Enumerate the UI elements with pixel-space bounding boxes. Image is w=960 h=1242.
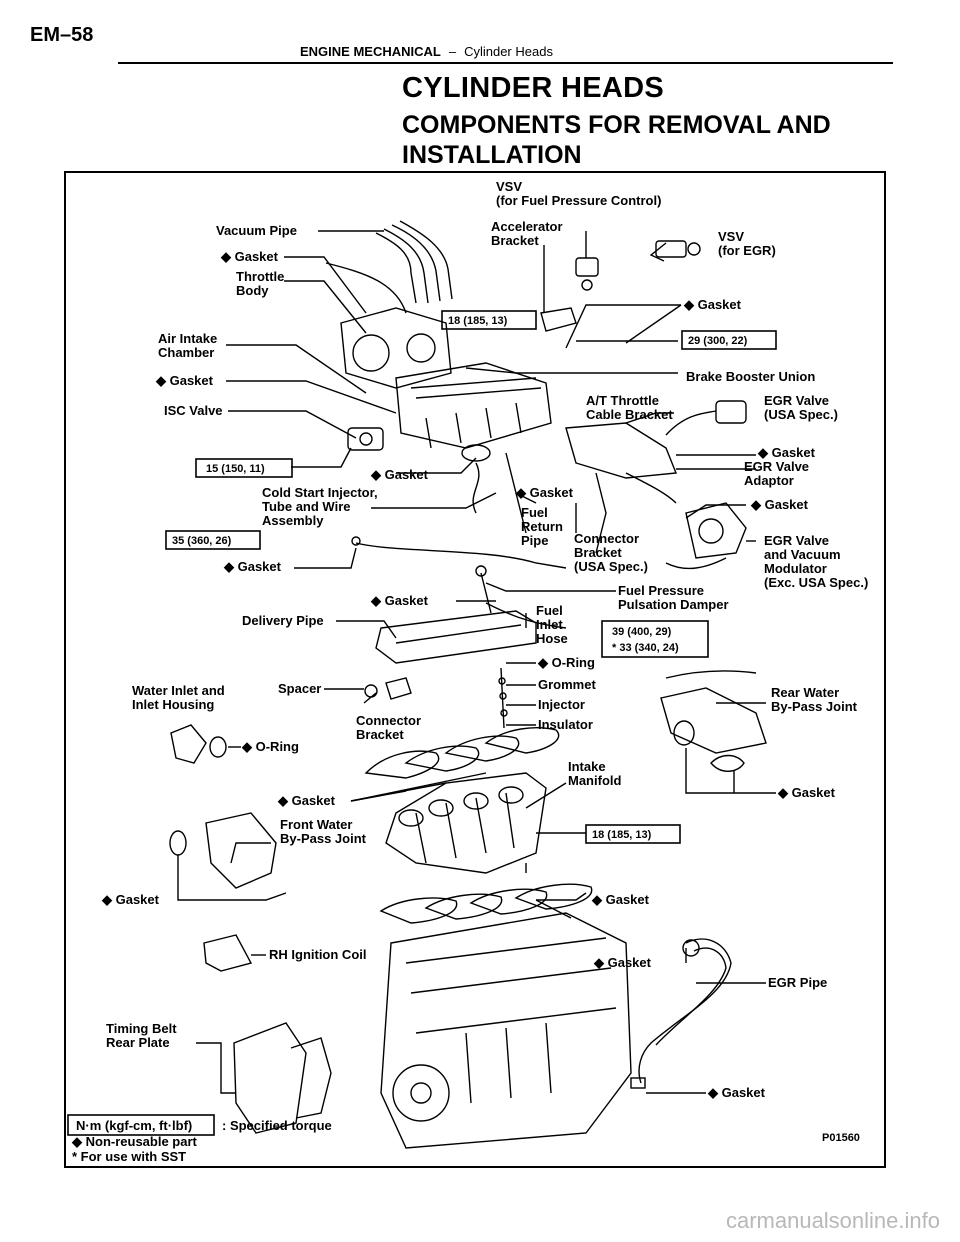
page-number: EM–58: [30, 24, 94, 46]
label-water-inlet: Water Inlet and: [132, 683, 225, 698]
torque-delivery-pipe: 39 (400, 29): [612, 626, 672, 638]
label-fuel-inlet-hose-2: Inlet: [536, 617, 563, 632]
header-topic: Cylinder Heads: [464, 44, 553, 59]
label-vsv-fuel-pressure-detail: (for Fuel Pressure Control): [496, 193, 661, 208]
running-header: ENGINE MECHANICAL–Cylinder Heads: [300, 44, 553, 59]
label-timing-belt-plate-2: Rear Plate: [106, 1035, 170, 1050]
label-fuel-inlet-hose: Fuel: [536, 603, 563, 618]
label-gasket-6: ◆ Gasket: [515, 485, 574, 500]
label-egr-valve-modulator: EGR Valve: [764, 533, 829, 548]
label-fuel-return-pipe: Fuel: [521, 505, 548, 520]
legend-non-reusable: ◆ Non-reusable part: [71, 1134, 198, 1149]
label-gasket-12: ◆ Gasket: [101, 892, 160, 907]
label-connector-bracket-usa: Connector: [574, 531, 639, 546]
label-fuel-return-pipe-2: Return: [521, 519, 563, 534]
torque-brake-booster: 29 (300, 22): [688, 335, 748, 347]
label-fuel-inlet-hose-3: Hose: [536, 631, 568, 646]
header-separator: –: [448, 44, 457, 59]
label-cold-start-injector: Cold Start Injector,: [262, 485, 378, 500]
label-vsv-fuel-pressure: VSV: [496, 179, 522, 194]
label-cold-start-injector-3: Assembly: [262, 513, 324, 528]
label-egr-valve-modulator-3: Modulator: [764, 561, 827, 576]
label-injector: Injector: [538, 697, 585, 712]
label-egr-valve-adaptor: EGR Valve: [744, 459, 809, 474]
label-vsv-egr: VSV: [718, 229, 744, 244]
label-air-intake-chamber: Air Intake: [158, 331, 217, 346]
exploded-diagram: VSV (for Fuel Pressure Control) Accelera…: [64, 171, 886, 1168]
label-gasket-7: ◆ Gasket: [750, 497, 809, 512]
label-gasket-14: ◆ Gasket: [593, 955, 652, 970]
header-section: ENGINE MECHANICAL: [300, 44, 441, 59]
torque-isc-valve: 15 (150, 11): [206, 463, 265, 475]
label-egr-valve-adaptor-2: Adaptor: [744, 473, 794, 488]
label-at-throttle-bracket: A/T Throttle: [586, 393, 659, 408]
label-egr-pipe: EGR Pipe: [768, 975, 827, 990]
label-gasket-13: ◆ Gasket: [591, 892, 650, 907]
label-connector-bracket-usa-3: (USA Spec.): [574, 559, 648, 574]
label-gasket-8: ◆ Gasket: [223, 559, 282, 574]
label-insulator: Insulator: [538, 717, 593, 732]
label-gasket-3: ◆ Gasket: [155, 373, 214, 388]
label-air-intake-chamber-2: Chamber: [158, 345, 214, 360]
label-vacuum-pipe: Vacuum Pipe: [216, 223, 297, 238]
figure-id: P01560: [822, 1132, 860, 1144]
label-gasket-10: ◆ Gasket: [777, 785, 836, 800]
torque-delivery-pipe-sst: * 33 (340, 24): [612, 642, 679, 654]
label-fuel-return-pipe-3: Pipe: [521, 533, 548, 548]
label-front-water-bypass: Front Water: [280, 817, 352, 832]
label-egr-valve-modulator-2: and Vacuum: [764, 547, 841, 562]
label-gasket-15: ◆ Gasket: [707, 1085, 766, 1100]
torque-fuel-return: 35 (360, 26): [172, 535, 232, 547]
label-fuel-pressure-damper-2: Pulsation Damper: [618, 597, 729, 612]
watermark: carmanualsonline.info: [725, 1208, 940, 1233]
label-water-inlet-2: Inlet Housing: [132, 697, 214, 712]
label-connector-bracket-2: Bracket: [356, 727, 404, 742]
label-isc-valve: ISC Valve: [164, 403, 223, 418]
label-timing-belt-plate: Timing Belt: [106, 1021, 177, 1036]
page-subtitle: COMPONENTS FOR REMOVAL AND INSTALLATION: [402, 111, 831, 169]
legend-sst: * For use with SST: [72, 1149, 186, 1164]
label-fuel-pressure-damper: Fuel Pressure: [618, 583, 704, 598]
label-egr-valve-usa-2: (USA Spec.): [764, 407, 838, 422]
label-throttle-body-2: Body: [236, 283, 269, 298]
torque-boxes: [67, 310, 777, 1136]
label-gasket-11: ◆ Gasket: [277, 793, 336, 808]
label-intake-manifold-2: Manifold: [568, 773, 621, 788]
label-gasket-1: ◆ Gasket: [220, 249, 279, 264]
label-accelerator-bracket: Accelerator: [491, 219, 563, 234]
label-o-ring-2: ◆ O-Ring: [241, 739, 299, 754]
label-front-water-bypass-2: By-Pass Joint: [280, 831, 367, 846]
torque-throttle-body: 18 (185, 13): [448, 315, 508, 327]
label-spacer: Spacer: [278, 681, 321, 696]
label-delivery-pipe: Delivery Pipe: [242, 613, 324, 628]
label-rear-water-bypass: Rear Water: [771, 685, 839, 700]
label-o-ring-1: ◆ O-Ring: [537, 655, 595, 670]
label-vsv-egr-detail: (for EGR): [718, 243, 776, 258]
legend-torque-unit: N·m (kgf-cm, ft·lbf): [76, 1118, 192, 1133]
label-connector-bracket-usa-2: Bracket: [574, 545, 622, 560]
label-throttle-body: Throttle: [236, 269, 284, 284]
label-at-throttle-bracket-2: Cable Bracket: [586, 407, 673, 422]
label-accelerator-bracket-2: Bracket: [491, 233, 539, 248]
diagram-art: [169, 220, 776, 1149]
label-gasket-5: ◆ Gasket: [370, 467, 429, 482]
label-cold-start-injector-2: Tube and Wire: [262, 499, 350, 514]
label-grommet: Grommet: [538, 677, 596, 692]
label-intake-manifold: Intake: [568, 759, 606, 774]
label-gasket-2: ◆ Gasket: [683, 297, 742, 312]
label-egr-valve-modulator-4: (Exc. USA Spec.): [764, 575, 868, 590]
label-rear-water-bypass-2: By-Pass Joint: [771, 699, 858, 714]
label-egr-valve-usa: EGR Valve: [764, 393, 829, 408]
label-brake-booster-union: Brake Booster Union: [686, 369, 815, 384]
label-gasket-4: ◆ Gasket: [757, 445, 816, 460]
label-gasket-9: ◆ Gasket: [370, 593, 429, 608]
label-connector-bracket: Connector: [356, 713, 421, 728]
page-title: CYLINDER HEADS: [402, 72, 664, 104]
header-rule: [118, 62, 893, 64]
diagram-canvas: VSV (for Fuel Pressure Control) Accelera…: [67, 179, 868, 1164]
legend-specified-torque: : Specified torque: [222, 1118, 332, 1133]
torque-intake-manifold: 18 (185, 13): [592, 829, 652, 841]
label-rh-ignition-coil: RH Ignition Coil: [269, 947, 366, 962]
